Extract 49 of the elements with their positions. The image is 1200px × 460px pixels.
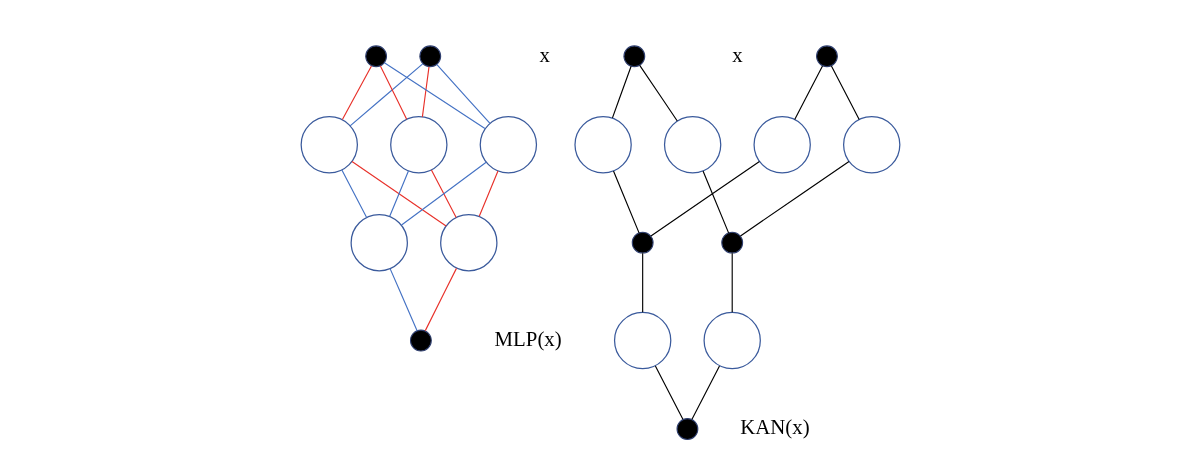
connector [400, 161, 487, 226]
node-dot [631, 231, 654, 254]
node-circle [613, 311, 671, 370]
label: KAN(x) [739, 415, 810, 440]
connector [793, 65, 823, 121]
label: x [539, 42, 550, 67]
node-circle [389, 116, 448, 174]
connector [424, 267, 457, 332]
node-circle [702, 311, 761, 370]
node-dot [815, 45, 838, 68]
node-dot [622, 45, 645, 68]
node-circle [300, 116, 358, 174]
connector [340, 169, 367, 219]
connector [690, 365, 720, 420]
connector [739, 160, 850, 237]
connector [654, 365, 683, 420]
connector [641, 252, 643, 313]
connector [612, 170, 640, 234]
connector [649, 160, 760, 237]
connector [435, 64, 490, 124]
node-circle [573, 116, 632, 174]
node-dot [364, 45, 387, 68]
node-circle [479, 116, 537, 174]
node-circle [842, 116, 900, 174]
connector [611, 65, 632, 119]
connector [701, 170, 729, 234]
label: MLP(x) [494, 326, 562, 351]
node-dot [720, 231, 743, 254]
connector [379, 65, 407, 120]
node-circle [663, 116, 721, 174]
node-circle [439, 213, 498, 272]
connector [638, 64, 678, 122]
node-circle [752, 116, 811, 174]
node-dot [676, 418, 698, 440]
connector [341, 65, 372, 121]
node-dot [409, 329, 432, 352]
label: x [731, 42, 743, 67]
connector [830, 65, 860, 121]
connector [389, 268, 418, 332]
node-circle [350, 213, 408, 272]
node-dot [418, 45, 441, 68]
connector [383, 62, 485, 129]
connector [430, 169, 457, 219]
connector [388, 170, 409, 217]
connector [350, 160, 447, 227]
connector [421, 66, 430, 118]
connector [731, 252, 733, 313]
connector [349, 63, 423, 127]
connector [478, 170, 499, 217]
